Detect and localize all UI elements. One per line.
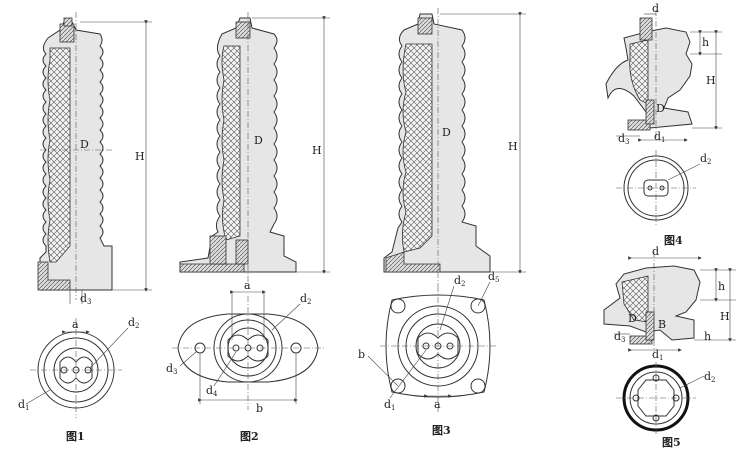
fig5-d3-label: d [614, 330, 621, 343]
fig4-caption: 图4 [664, 234, 683, 247]
figure-1: H D d 3 a d 2 d 1 图1 [18, 12, 152, 443]
fig5-caption: 图5 [662, 436, 681, 449]
figure-3: H D d 2 d 5 b d [358, 8, 526, 437]
fig5-d1-sub: 1 [659, 354, 663, 362]
figure-4-plan: d 2 [616, 150, 711, 226]
fig2-caption: 图2 [240, 430, 259, 443]
fig5-h2-label: h [704, 330, 711, 343]
figure-2: H D a b d 2 d [166, 12, 330, 443]
fig2-d2-sub: 2 [307, 298, 311, 306]
figure-4: d h H D d 3 d 1 d 2 图4 [605, 2, 722, 247]
figure-3-plan: d 2 d 5 b d 1 a [358, 270, 499, 412]
fig4-d1-label: d [654, 130, 661, 143]
fig2-H-label: H [312, 144, 322, 157]
fig2-d4-sub: 4 [213, 390, 218, 398]
fig3-d5-label: d [488, 270, 495, 283]
fig4-d3-label: d [618, 132, 625, 145]
fig3-a-label: a [434, 398, 441, 411]
fig3-H-label: H [508, 140, 518, 153]
fig5-d1-label: d [652, 348, 659, 361]
fig1-d1-sub: 1 [25, 404, 29, 412]
fig2-d4-label: d [206, 384, 213, 397]
fig2-b-label: b [256, 402, 263, 415]
fig2-d3-label: d [166, 362, 173, 375]
figure-1-plan: a d 2 d 1 [18, 316, 139, 418]
fig5-d3-sub: 3 [621, 336, 625, 344]
figure-5-elevation: d h H D B h d 3 d 1 [603, 245, 736, 362]
fig4-d2-label: d [700, 152, 707, 165]
figure-5-plan: d 2 [616, 362, 715, 434]
fig3-b-label: b [358, 348, 365, 361]
figure-5: d h H D B h d 3 d 1 [603, 245, 736, 449]
fig5-d-label: d [652, 245, 659, 258]
fig4-D-label: D [656, 102, 665, 115]
fig4-d2-sub: 2 [707, 158, 711, 166]
fig5-d2-label: d [704, 370, 711, 383]
fig4-H-label: H [706, 74, 716, 87]
figure-4-elevation: d h H D d 3 d 1 [605, 2, 722, 146]
fig3-d5-sub: 5 [495, 276, 499, 284]
fig3-d1-sub: 1 [391, 404, 395, 412]
fig1-d1-label: d [18, 398, 25, 411]
fig1-d3-sub: 3 [87, 298, 91, 306]
fig4-d-label: d [652, 2, 659, 15]
fig5-H-label: H [720, 310, 730, 323]
fig3-d2-label: d [454, 274, 461, 287]
fig2-D-label: D [254, 134, 263, 147]
fig1-d3-label: d [80, 292, 87, 305]
fig2-a-label: a [244, 279, 251, 292]
fig5-D-label: D [628, 312, 637, 325]
fig1-D-label: D [80, 138, 89, 151]
fig1-d2-sub: 2 [135, 322, 139, 330]
figure-3-elevation: H D [383, 8, 526, 286]
fig1-H-label: H [135, 150, 145, 163]
fig3-d1-label: d [384, 398, 391, 411]
figure-2-elevation: H D [179, 12, 330, 284]
fig2-d2-label: d [300, 292, 307, 305]
fig4-d1-sub: 1 [661, 136, 665, 144]
fig5-h-label: h [718, 280, 725, 293]
figure-1-elevation: H D d 3 [37, 12, 152, 306]
fig5-d2-sub: 2 [711, 376, 715, 384]
fig1-a-label: a [72, 318, 79, 331]
fig3-D-label: D [442, 126, 451, 139]
figure-2-plan: a b d 2 d 3 d 4 [166, 279, 324, 415]
fig4-d3-sub: 3 [625, 138, 629, 146]
fig5-B-label: B [658, 318, 666, 331]
fig1-caption: 图1 [66, 430, 85, 443]
fig1-d2-label: d [128, 316, 135, 329]
fig4-h-label: h [702, 36, 709, 49]
fig3-caption: 图3 [432, 424, 451, 437]
fig3-d2-sub: 2 [461, 280, 465, 288]
fig2-d3-sub: 3 [173, 368, 177, 376]
